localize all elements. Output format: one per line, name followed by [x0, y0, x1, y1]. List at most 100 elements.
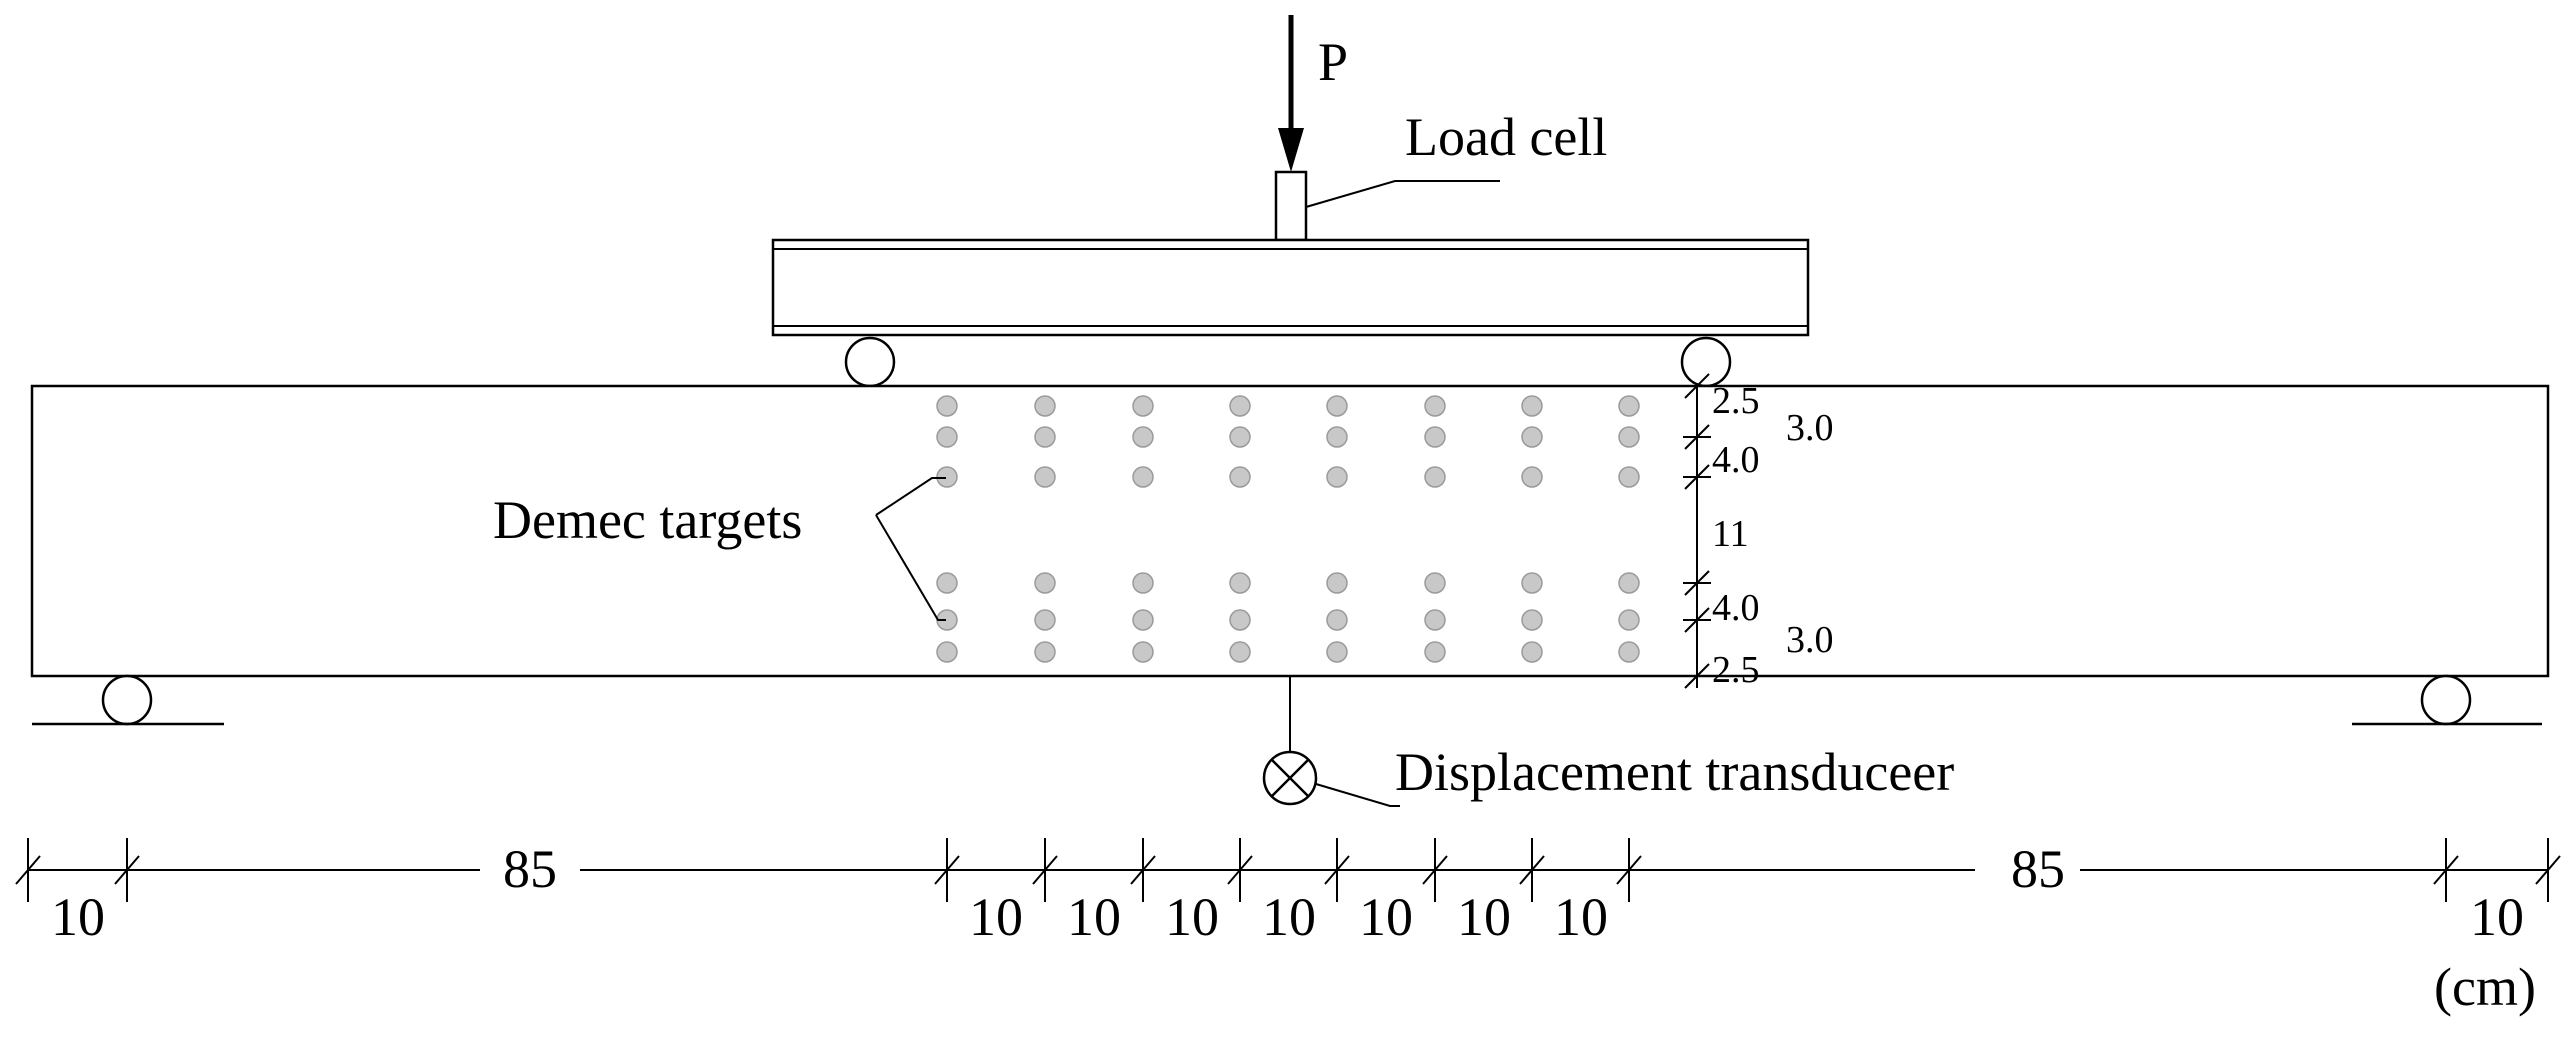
demec-target	[1229, 466, 1251, 488]
demec-target	[1132, 395, 1154, 417]
test-beam	[30, 384, 2550, 678]
transducer-label: Displacement transduceer	[1395, 742, 1954, 802]
span-dimension-label: 10	[1262, 887, 1316, 947]
dimension-slash	[1032, 855, 1058, 885]
demec-leader-bottom	[875, 514, 946, 621]
demec-target	[936, 572, 958, 594]
demec-target	[1132, 426, 1154, 448]
demec-target	[1229, 641, 1251, 663]
demec-target	[1034, 395, 1056, 417]
spreader-beam	[771, 238, 1810, 337]
demec-target	[1132, 641, 1154, 663]
demec-target	[1229, 395, 1251, 417]
dimension-slash	[1324, 855, 1350, 885]
demec-target	[1326, 466, 1348, 488]
transducer-leader	[1315, 783, 1400, 807]
demec-target	[1618, 572, 1640, 594]
demec-target	[1618, 466, 1640, 488]
span-dimension-label: 10	[2470, 887, 2524, 947]
load-cell	[1274, 170, 1308, 242]
dimension-slash	[1422, 855, 1448, 885]
dimension-slash	[15, 855, 41, 885]
load-cell-leader	[1305, 180, 1500, 208]
spacing-slash	[1684, 424, 1710, 450]
displacement-transducer	[1262, 750, 1318, 806]
left-loading-roller	[844, 336, 896, 388]
demec-target	[1229, 572, 1251, 594]
demec-target	[1424, 426, 1446, 448]
demec-target	[1034, 572, 1056, 594]
span-dimension-label: 10	[51, 887, 105, 947]
span-dimension-label: 85	[2011, 839, 2065, 899]
spacing-middle: 11	[1712, 513, 1749, 555]
dimension-slash	[1519, 855, 1545, 885]
demec-target	[1521, 641, 1543, 663]
dimension-slash	[2535, 855, 2561, 885]
span-dimension-label: 10	[1165, 887, 1219, 947]
spacing-bottom-pair: 3.0	[1786, 619, 1834, 661]
dimension-slash	[1130, 855, 1156, 885]
demec-target	[1424, 641, 1446, 663]
dimension-slash	[1227, 855, 1253, 885]
demec-target	[1618, 641, 1640, 663]
demec-target	[1521, 609, 1543, 631]
target-spacing-dimension	[1683, 373, 1711, 689]
load-arrow	[1278, 15, 1304, 172]
demec-target	[1132, 609, 1154, 631]
spacing-top-edge: 2.5	[1712, 380, 1760, 422]
spacing-slash	[1684, 663, 1710, 689]
demec-target-grid	[936, 395, 1640, 663]
spacing-slash	[1684, 607, 1710, 633]
left-support-roller	[101, 674, 153, 726]
demec-target	[1034, 426, 1056, 448]
demec-target	[1424, 609, 1446, 631]
demec-target	[1034, 641, 1056, 663]
span-dimension-label: 10	[1359, 887, 1413, 947]
unit-label: (cm)	[2434, 957, 2536, 1017]
spacing-slash	[1684, 570, 1710, 596]
demec-target	[1229, 609, 1251, 631]
demec-target	[1132, 466, 1154, 488]
demec-target	[1618, 609, 1640, 631]
demec-target	[1424, 572, 1446, 594]
demec-target	[1424, 466, 1446, 488]
spacing-slash	[1684, 464, 1710, 490]
demec-target	[1034, 609, 1056, 631]
left-support	[32, 674, 224, 726]
load-label: P	[1318, 32, 1348, 92]
demec-target	[1618, 426, 1640, 448]
demec-target	[1034, 466, 1056, 488]
spacing-slash	[1684, 373, 1710, 399]
demec-leader-top	[875, 477, 946, 516]
spacing-top-gap: 4.0	[1712, 439, 1760, 481]
demec-target	[936, 426, 958, 448]
dimension-slash	[114, 855, 140, 885]
demec-target	[1326, 572, 1348, 594]
demec-target	[936, 395, 958, 417]
dimension-slash	[934, 855, 960, 885]
spacing-bottom-gap: 4.0	[1712, 587, 1760, 629]
demec-target	[1521, 572, 1543, 594]
dimension-slash	[1616, 855, 1642, 885]
span-dimension-label: 10	[1554, 887, 1608, 947]
span-dimension-label: 10	[1067, 887, 1121, 947]
demec-target	[1521, 466, 1543, 488]
spacing-top-pair: 3.0	[1786, 407, 1834, 449]
spacing-bottom-edge: 2.5	[1712, 649, 1760, 691]
right-support-roller	[2420, 674, 2472, 726]
demec-target	[1424, 395, 1446, 417]
demec-target	[1326, 395, 1348, 417]
demec-target	[1326, 426, 1348, 448]
demec-targets-label: Demec targets	[493, 490, 802, 550]
demec-target	[1326, 641, 1348, 663]
demec-target	[1521, 395, 1543, 417]
demec-target	[1132, 572, 1154, 594]
demec-target	[936, 641, 958, 663]
demec-target	[1229, 426, 1251, 448]
right-loading-roller	[1680, 336, 1732, 388]
load-cell-label: Load cell	[1405, 107, 1607, 167]
demec-target	[1521, 426, 1543, 448]
